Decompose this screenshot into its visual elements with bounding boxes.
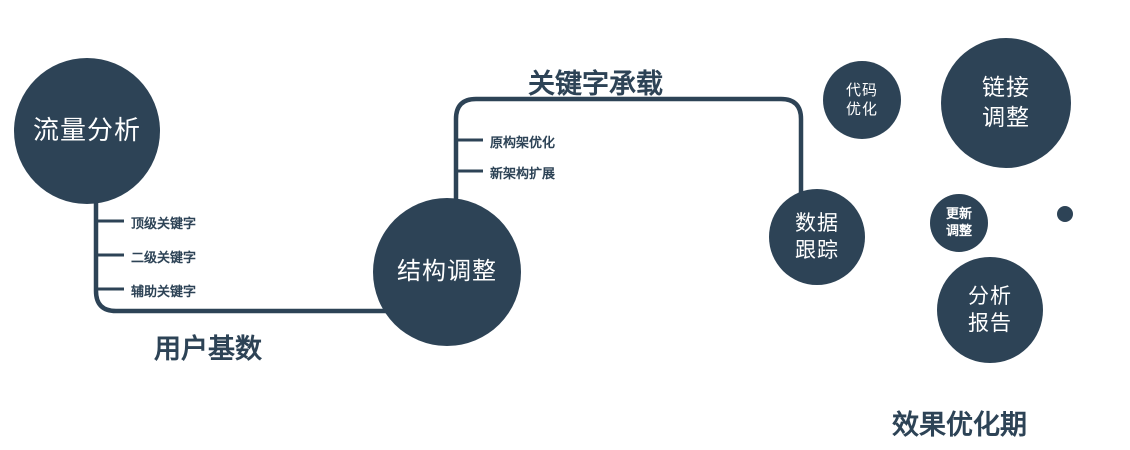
connector-keyword-bearing bbox=[453, 96, 804, 206]
tick-label-second-keywords: 二级关键字 bbox=[131, 250, 197, 265]
node-traffic-analysis-label: 流量分析 bbox=[32, 115, 141, 146]
node-analysis-report-line1: 分析 bbox=[968, 284, 1012, 308]
node-traffic-analysis: 流量分析 bbox=[14, 58, 160, 204]
node-code-optimization: 代码 优化 bbox=[823, 61, 901, 139]
tick-label-new-architecture: 新架构扩展 bbox=[490, 166, 556, 181]
node-data-tracking: 数据 跟踪 bbox=[769, 189, 865, 285]
node-data-tracking-line2: 跟踪 bbox=[795, 239, 839, 262]
node-data-tracking-line1: 数据 bbox=[795, 211, 839, 235]
tick-label-original-architecture: 原构架优化 bbox=[490, 135, 556, 150]
node-structure-adjust: 结构调整 bbox=[373, 198, 521, 346]
tick-label-aux-keywords: 辅助关键字 bbox=[131, 284, 197, 299]
node-update-adjustment-line1: 更新 bbox=[945, 206, 972, 222]
node-link-adjustment: 链接 调整 bbox=[941, 38, 1071, 168]
tick-label-top-keywords: 顶级关键字 bbox=[131, 216, 197, 231]
node-analysis-report-line2: 报告 bbox=[968, 312, 1012, 335]
node-update-adjustment-line2: 调整 bbox=[945, 223, 972, 238]
connector-user-base bbox=[93, 192, 392, 314]
label-user-base: 用户基数 bbox=[154, 334, 262, 364]
node-link-adjustment-line2: 调整 bbox=[982, 104, 1030, 130]
dot-marker bbox=[1057, 206, 1073, 222]
label-effect-period: 效果优化期 bbox=[892, 410, 1027, 440]
node-link-adjustment-line1: 链接 bbox=[982, 74, 1030, 101]
node-structure-adjust-label: 结构调整 bbox=[397, 258, 497, 286]
label-keyword-bearing: 关键字承载 bbox=[528, 69, 663, 99]
node-update-adjustment: 更新 调整 bbox=[930, 194, 988, 252]
node-code-optimization-line1: 代码 bbox=[845, 81, 878, 99]
node-analysis-report: 分析 报告 bbox=[937, 257, 1043, 363]
node-code-optimization-line2: 优化 bbox=[845, 101, 878, 118]
